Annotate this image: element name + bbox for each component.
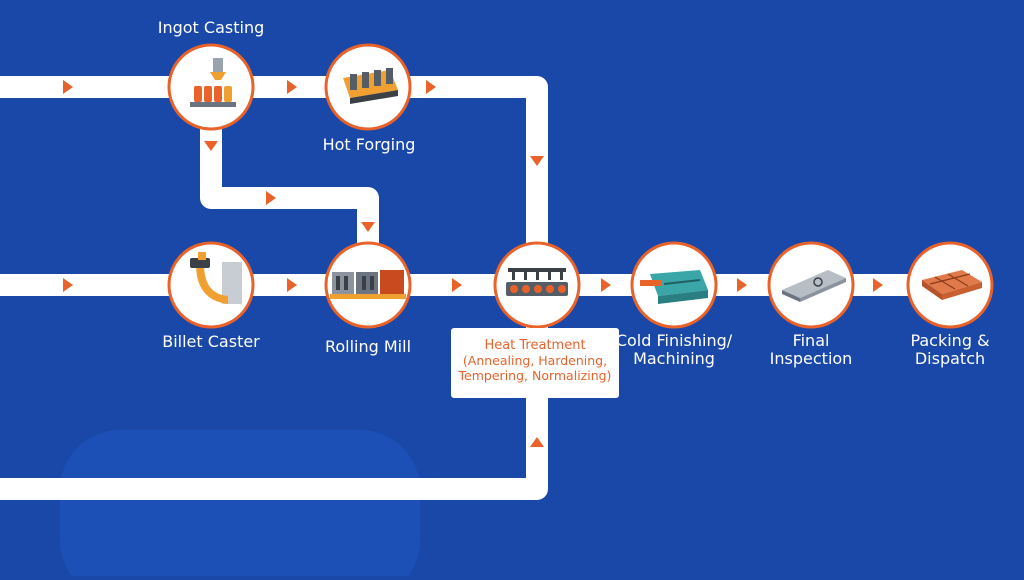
arrow-up-icon	[530, 437, 544, 447]
label-heat-treatment-line-3: Tempering, Normalizing)	[458, 368, 612, 383]
node-packing-dispatch	[906, 241, 994, 329]
arrow-right-icon	[63, 278, 73, 292]
label-final-inspection: Final Inspection	[741, 332, 881, 368]
arrow-right-icon	[426, 80, 436, 94]
label-cold-finishing: Cold Finishing/ Machining	[604, 332, 744, 368]
label-packing-dispatch-line-2: Dispatch	[914, 349, 986, 368]
node-ingot-casting	[167, 43, 255, 131]
arrow-down-icon	[361, 222, 375, 232]
node-billet-caster	[167, 241, 255, 329]
label-ingot-casting: Ingot Casting	[157, 18, 265, 37]
node-heat-treatment	[493, 241, 581, 329]
arrow-down-icon	[204, 141, 218, 151]
rolling-mill-icon	[330, 270, 406, 299]
arrow-right-icon	[63, 80, 73, 94]
heat-treatment-label-box: Heat Treatment (Annealing, Hardening, Te…	[451, 328, 619, 398]
label-cold-finishing-line-2: Machining	[633, 349, 715, 368]
final-inspection-icon	[782, 270, 846, 302]
arrow-right-icon	[601, 278, 611, 292]
label-heat-treatment-line-1: Heat Treatment	[484, 338, 586, 353]
label-cold-finishing-line-1: Cold Finishing/	[615, 331, 733, 350]
flow-arrows	[63, 80, 883, 447]
arrow-right-icon	[873, 278, 883, 292]
label-packing-dispatch-line-1: Packing &	[910, 331, 990, 350]
label-hot-forging: Hot Forging	[322, 135, 416, 154]
arrow-right-icon	[737, 278, 747, 292]
arrow-right-icon	[287, 80, 297, 94]
label-final-inspection-line-2: Inspection	[769, 349, 853, 368]
arrow-down-icon	[530, 156, 544, 166]
pipe-top	[0, 76, 548, 285]
packing-dispatch-icon	[922, 270, 982, 300]
hot-forging-icon	[343, 68, 398, 104]
arrow-right-icon	[266, 191, 276, 205]
ingot-casting-icon	[190, 58, 236, 107]
node-rolling-mill	[324, 241, 412, 329]
label-packing-dispatch: Packing & Dispatch	[880, 332, 1020, 368]
heat-treatment-icon	[506, 268, 568, 296]
node-final-inspection	[767, 241, 855, 329]
arrow-right-icon	[287, 278, 297, 292]
label-billet-caster: Billet Caster	[162, 332, 260, 351]
label-final-inspection-line-1: Final	[792, 331, 830, 350]
arrow-right-icon	[452, 278, 462, 292]
cold-finishing-icon	[640, 270, 708, 304]
billet-caster-icon	[190, 252, 242, 304]
node-hot-forging	[324, 43, 412, 131]
label-rolling-mill: Rolling Mill	[324, 337, 412, 356]
node-cold-finishing	[630, 241, 718, 329]
label-heat-treatment-line-2: (Annealing, Hardening,	[462, 353, 608, 368]
background-blob	[60, 430, 420, 580]
